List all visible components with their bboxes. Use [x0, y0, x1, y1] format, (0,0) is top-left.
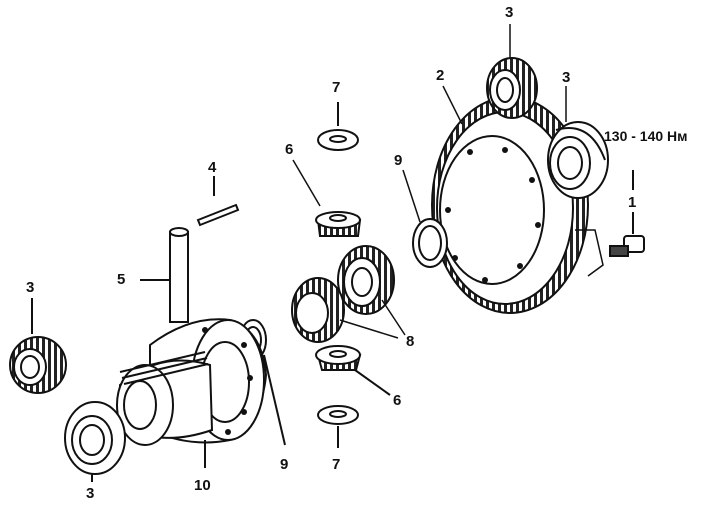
bolt	[609, 170, 645, 257]
pinion-gear-bottom	[315, 345, 391, 396]
label-bearing-left-top: 3	[26, 279, 35, 296]
label-shim-left: 9	[280, 456, 289, 473]
differential-case	[116, 318, 268, 468]
label-bearing-left-bottom: 3	[86, 485, 95, 502]
torque-spec: 130 - 140 Нм	[604, 128, 688, 144]
leader-lines	[292, 24, 567, 223]
pinion-gear-top	[315, 211, 362, 237]
side-gear-small	[291, 277, 345, 343]
shaft	[140, 227, 189, 323]
side-gear-large	[337, 245, 395, 315]
bolt-leader	[575, 229, 604, 277]
label-pin: 4	[208, 159, 217, 176]
bearing-top	[486, 57, 538, 119]
label-case: 10	[194, 477, 211, 494]
label-pinion-gear-bottom: 6	[393, 392, 402, 409]
label-shim-right: 9	[394, 152, 403, 169]
label-thrust-washer-top: 7	[332, 79, 341, 96]
label-bolt: 1	[628, 194, 637, 211]
side-gear-leaders	[339, 299, 406, 339]
bearing-left-top	[9, 298, 67, 394]
thrust-washer-top	[317, 102, 359, 151]
label-thrust-washer-bottom: 7	[332, 456, 341, 473]
thrust-washer-bottom	[317, 405, 359, 448]
label-shaft: 5	[117, 271, 126, 288]
shim-right	[412, 218, 448, 268]
label-ring-gear: 2	[436, 67, 445, 84]
bearing-right	[547, 121, 609, 199]
label-bearing-top: 3	[505, 4, 514, 21]
label-bearing-right: 3	[562, 69, 571, 86]
pin	[196, 176, 240, 227]
label-pinion-gear-top: 6	[285, 141, 294, 158]
bearing-left-bottom	[64, 401, 126, 482]
label-side-gears: 8	[406, 333, 415, 350]
